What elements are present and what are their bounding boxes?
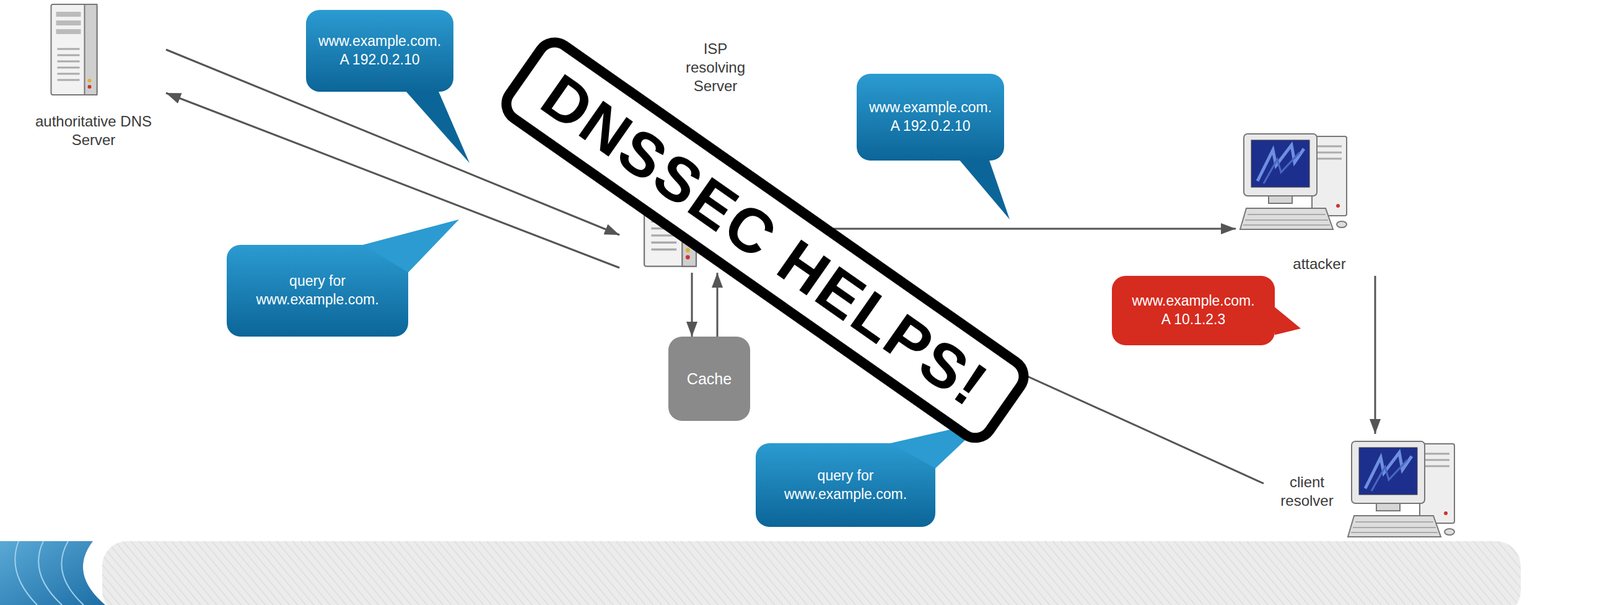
spoofed-callout: www.example.com. A 10.1.2.3 — [1111, 275, 1275, 346]
callout-bubble: query for www.example.com. — [755, 442, 936, 527]
callout-bubble: www.example.com. A 192.0.2.10 — [306, 9, 454, 92]
swoosh-lines — [14, 540, 84, 605]
dns-record: www.example.com. A 192.0.2.10 — [865, 98, 996, 136]
connector-arrow — [1374, 275, 1377, 434]
cache-box: Cache — [668, 336, 751, 421]
computer-node: client resolver — [1263, 433, 1465, 549]
cache-label: Cache — [686, 369, 732, 388]
connector-arrow — [691, 272, 694, 337]
callout-tail — [406, 91, 470, 163]
dns-query: query for www.example.com. — [252, 271, 383, 310]
computer-icon — [1347, 441, 1455, 537]
node-label: attacker — [1292, 254, 1346, 274]
callout-tail — [960, 160, 1010, 220]
connector-arrow — [716, 272, 719, 337]
node-label: client resolver — [1269, 472, 1345, 510]
callout-bubble: www.example.com. A 192.0.2.10 — [856, 73, 1005, 161]
connector-arrow — [811, 227, 1236, 230]
computer-icon — [1240, 133, 1347, 230]
server-node: authoritative DNS Server — [21, 3, 167, 152]
dns-record: www.example.com. A 10.1.2.3 — [1128, 291, 1259, 329]
callout-tail — [1274, 306, 1301, 335]
callout-tail — [1111, 275, 1275, 346]
computer-node: attacker — [1235, 126, 1404, 276]
callout-tail — [306, 9, 454, 92]
callout-tail — [362, 219, 460, 272]
callout-tail — [856, 73, 1005, 161]
footer-swoosh — [0, 540, 106, 605]
node-label: ISP resolving Server — [675, 39, 756, 96]
callout-tail — [755, 442, 936, 527]
footer-hatch — [102, 540, 1521, 605]
footer-band — [102, 540, 1521, 605]
dns-query: query for www.example.com. — [780, 466, 911, 504]
callout-bubble: query for www.example.com. — [226, 244, 409, 337]
callout-tail — [226, 244, 409, 337]
node-label: authoritative DNS Server — [29, 112, 158, 150]
dns-record: www.example.com. A 192.0.2.10 — [314, 32, 445, 70]
server-icon — [51, 4, 98, 95]
